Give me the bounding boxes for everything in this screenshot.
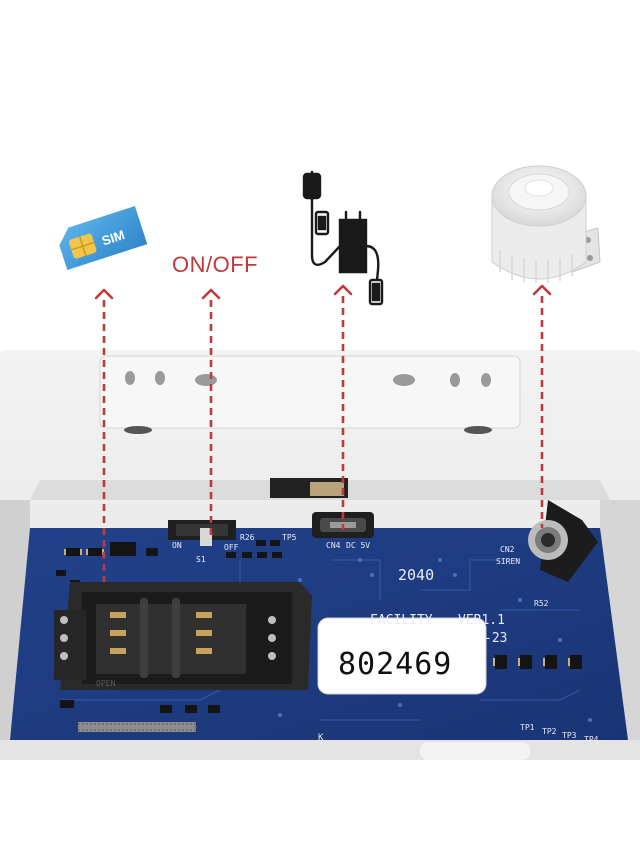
arrow-switch-head — [201, 288, 221, 300]
serial-sticker — [317, 617, 487, 695]
serial-number: 802469 — [338, 647, 453, 682]
silk-sim-open: OPEN — [96, 679, 115, 688]
silk-tp5: TP5 — [282, 533, 297, 542]
arrow-sim-head — [94, 288, 114, 300]
silk-cn4: CN4 — [326, 541, 341, 550]
silkscreen-labels: ON OFF S1 R26 TP5 CN4 DC 5V CN2 SIREN R5… — [96, 533, 599, 744]
silk-cn2: CN2 — [500, 545, 515, 554]
board-date-suffix: -23 — [484, 631, 507, 646]
sim-card-holder — [54, 582, 312, 690]
silk-off: OFF — [224, 543, 239, 552]
silk-tp4: TP4 — [584, 735, 599, 744]
silk-tp2: TP2 — [542, 727, 557, 736]
silk-s1: S1 — [196, 555, 206, 564]
callout-arrows — [102, 296, 544, 582]
siren-connector — [528, 500, 598, 582]
silk-tp3: TP3 — [562, 731, 577, 740]
sim-card-icon: SIM — [59, 206, 148, 271]
board-model: 2040 — [398, 566, 434, 584]
power-switch — [168, 520, 236, 546]
silk-on: ON — [172, 541, 182, 550]
sim-card-label: SIM — [100, 227, 127, 248]
board-facility: FACILITY — [370, 613, 433, 628]
siren-speaker-icon — [491, 165, 601, 283]
silk-k: K — [318, 733, 324, 743]
power-adapter-icon — [302, 170, 384, 306]
switch-callout-label: ON/OFF — [172, 252, 259, 277]
arrow-heads — [94, 284, 552, 300]
arrow-power-head — [333, 284, 353, 296]
silk-siren: SIREN — [496, 557, 520, 566]
silk-tp1: TP1 — [520, 723, 535, 732]
arrow-siren-head — [532, 284, 552, 296]
silk-r52: R52 — [534, 599, 549, 608]
silk-dc5v: DC 5V — [346, 541, 370, 550]
board-version: VER1.1 — [458, 613, 505, 628]
silk-r26: R26 — [240, 533, 255, 542]
